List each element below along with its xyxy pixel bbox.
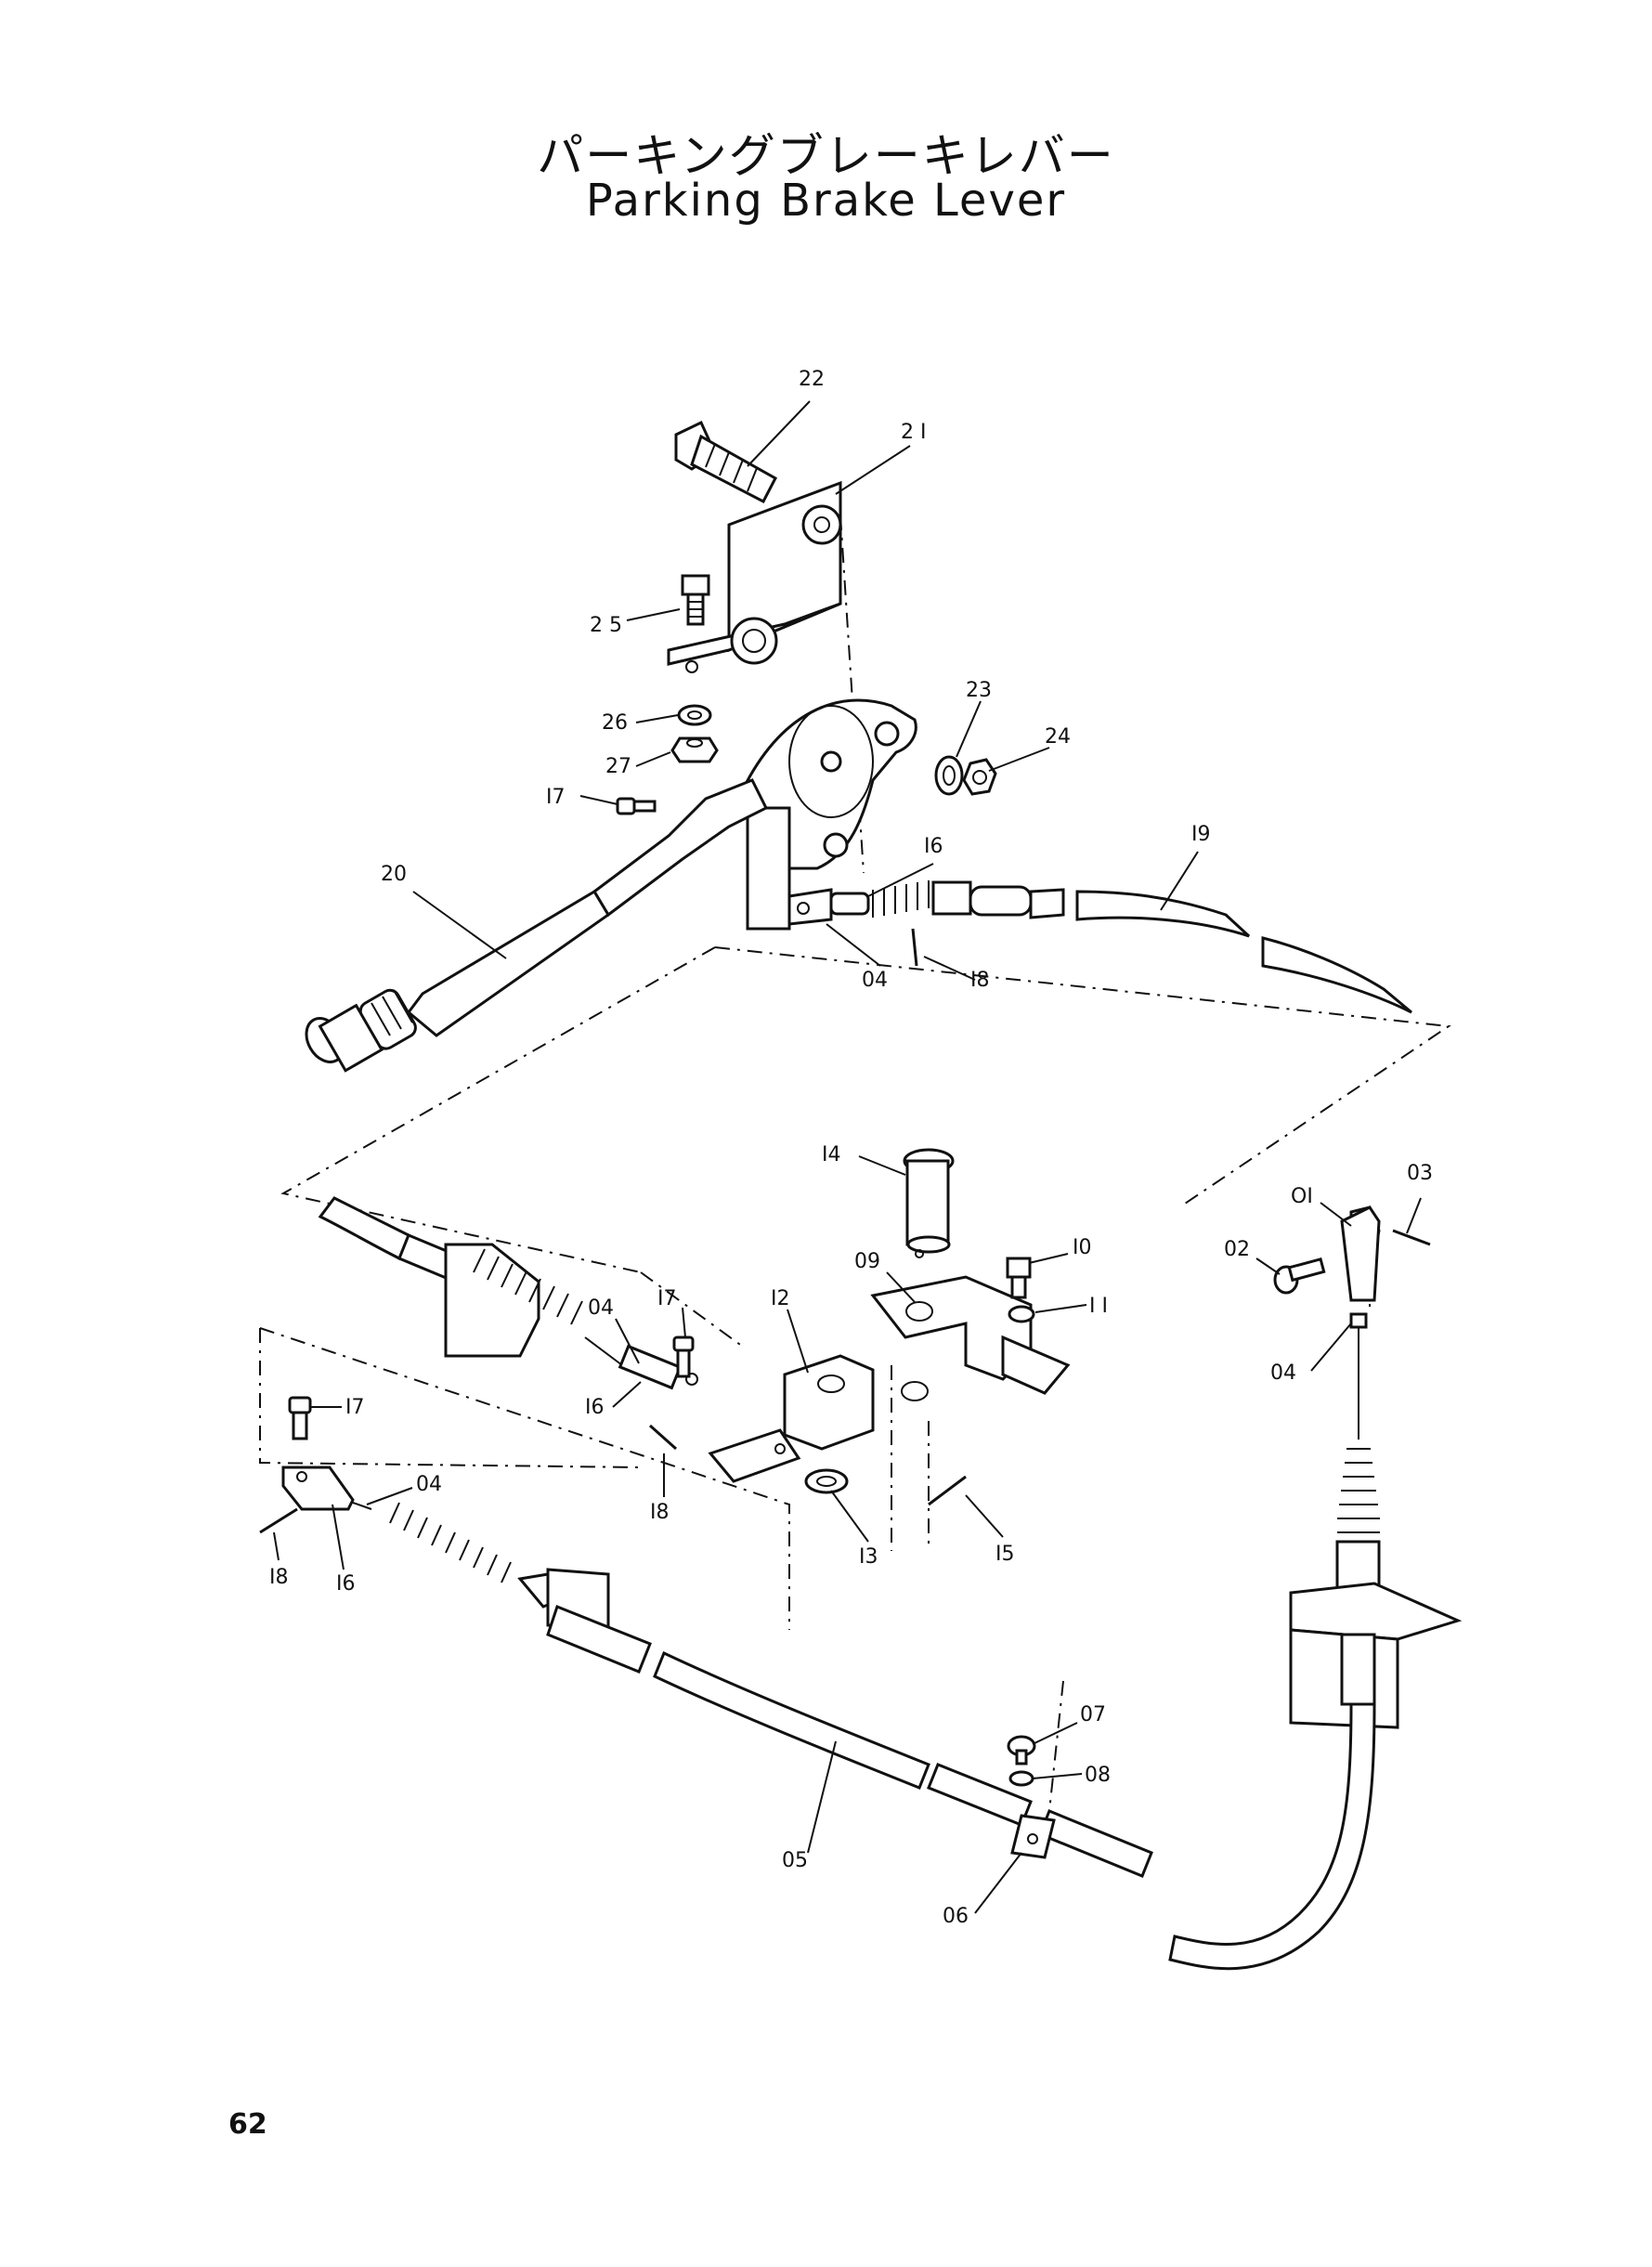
washer-08: [1008, 1770, 1034, 1787]
callout-18-middle: I8: [650, 1501, 670, 1524]
washer-13: [804, 1468, 849, 1494]
nut-24: [962, 758, 997, 796]
callout-16-middle: I6: [585, 1396, 605, 1419]
washer-23: [934, 755, 964, 796]
pin-17-middle: [672, 1335, 695, 1378]
callout-15: I5: [995, 1543, 1015, 1566]
callout-06: 06: [943, 1905, 969, 1928]
middle-cable: [318, 1196, 698, 1390]
callout-23: 23: [966, 679, 992, 702]
callout-17-lower: I7: [345, 1396, 365, 1419]
lever-sector: [741, 698, 917, 931]
pin-14: [903, 1148, 955, 1258]
bolt-25: [681, 574, 710, 626]
callout-16-upper: I6: [924, 835, 943, 858]
callout-21: 2 I: [901, 421, 926, 444]
callout-04-middle: 04: [588, 1296, 614, 1320]
pin-17-lower: [288, 1396, 312, 1440]
pin-17-upper: [616, 797, 657, 815]
pin-15: [928, 1475, 967, 1506]
clevis-01: [1340, 1205, 1381, 1302]
callout-01: OI: [1291, 1185, 1313, 1208]
lever-handle: [305, 778, 769, 1073]
bracket-09: [870, 1275, 1071, 1401]
callout-10: I0: [1073, 1236, 1092, 1259]
callout-labels: 22 2 I 2 5 26 27 23 24 I7 20 I6 I9 04 I8…: [269, 368, 1433, 1928]
pin-18-middle: [649, 1424, 677, 1451]
callout-17-middle: I7: [657, 1287, 677, 1310]
callout-18-lower: I8: [269, 1566, 289, 1589]
cotter-pin-03: [1392, 1229, 1431, 1246]
callout-04-lower: 04: [416, 1473, 442, 1496]
mounting-plate: [667, 480, 842, 673]
page-number: 62: [228, 2108, 267, 2141]
callout-03: 03: [1407, 1162, 1433, 1185]
callout-04-right: 04: [1270, 1362, 1296, 1385]
page-title-english: Parking Brake Lever: [585, 175, 1067, 227]
clamp-06: [1010, 1814, 1056, 1859]
pin-18-upper: [911, 928, 918, 967]
pin-18-lower: [259, 1507, 298, 1534]
callout-18-upper: I8: [970, 969, 990, 992]
screw-07: [1007, 1735, 1036, 1765]
nut-27: [670, 736, 719, 763]
hex-bolt-22: [674, 420, 778, 504]
pin-02: [1273, 1257, 1326, 1295]
callout-16-lower: I6: [336, 1572, 356, 1596]
callout-12: I2: [771, 1287, 790, 1310]
callout-08: 08: [1085, 1764, 1111, 1787]
upper-cable: [787, 880, 1412, 1014]
callout-02: 02: [1224, 1238, 1250, 1261]
bolt-10: [1006, 1257, 1032, 1299]
callout-04-upper: 04: [862, 969, 888, 992]
leader-lines: [273, 400, 1422, 1914]
washer-26: [677, 704, 712, 726]
callout-05: 05: [782, 1849, 808, 1872]
callout-27: 27: [605, 755, 631, 778]
callout-20: 20: [381, 863, 407, 886]
callout-19: I9: [1191, 823, 1211, 846]
callout-25: 2 5: [590, 614, 622, 637]
page-title-japanese: パーキングブレーキレバー: [537, 129, 1115, 183]
callout-24: 24: [1045, 725, 1071, 749]
callout-17-upper: I7: [546, 786, 566, 809]
right-cable: [1168, 1205, 1463, 1971]
lower-cable: [281, 1466, 1153, 1878]
callout-09: 09: [854, 1250, 880, 1273]
callout-22: 22: [799, 368, 825, 391]
washer-11: [1008, 1305, 1035, 1323]
bracket-12: [708, 1354, 875, 1483]
callout-11: I I: [1089, 1295, 1108, 1318]
callout-07: 07: [1080, 1703, 1106, 1726]
callout-26: 26: [602, 711, 628, 735]
callout-13: I3: [859, 1545, 878, 1569]
callout-14: I4: [822, 1143, 841, 1166]
